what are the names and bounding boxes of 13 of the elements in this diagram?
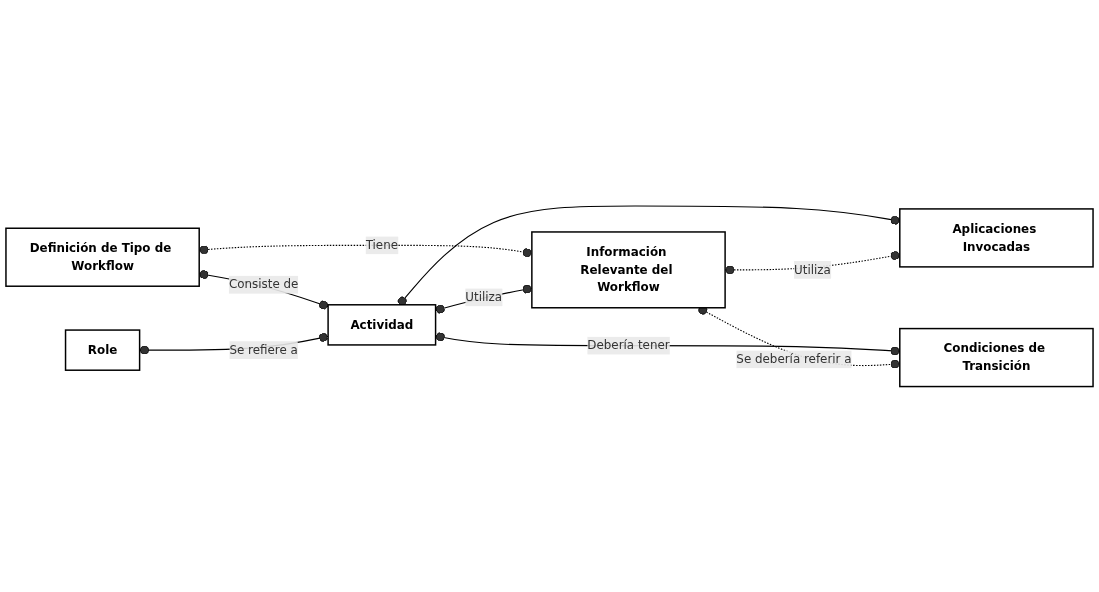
edge-label: Se refiere a (229, 342, 298, 357)
edge-label: Debería tener (587, 337, 670, 353)
node-box: Condiciones de Transición (899, 327, 1094, 388)
node-box: Actividad (327, 303, 437, 346)
node-box: Definición de Tipo de Workflow (5, 227, 200, 287)
node-box: Aplicaciones Invocadas (899, 207, 1094, 268)
edge-label: Consiste de (228, 277, 299, 292)
edge-label: Tiene (365, 237, 399, 252)
edge-label: Se debería referir a (736, 351, 852, 366)
edge-label: Utiliza (794, 262, 831, 277)
edge-label: Utiliza (465, 289, 503, 304)
node-box: Información Relevante del Workflow (531, 230, 726, 309)
node-box: Role (64, 329, 141, 371)
